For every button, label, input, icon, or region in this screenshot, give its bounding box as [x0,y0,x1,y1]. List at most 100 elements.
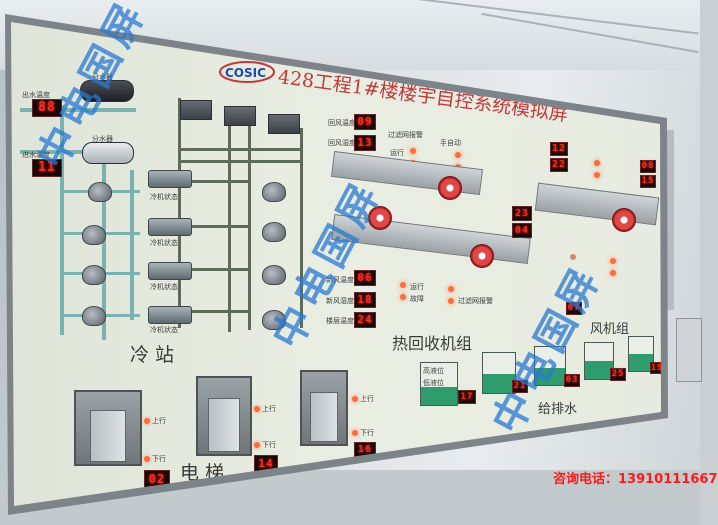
return-air-temp-label: 回风温度 [328,119,356,127]
pump-icon [82,265,106,285]
water-divider-tank [80,80,134,102]
chiller-status-label: 冷机状态 [150,326,178,334]
tank-level-label: 低液位 [423,379,444,387]
status-lamp [448,298,454,304]
filter-alarm-label: 过滤网报警 [458,297,493,305]
chiller-unit [148,306,192,324]
pipe [60,105,64,335]
elevator-down-lamp [352,430,358,436]
exhaust-unit-title: 风机组 [590,322,630,337]
chiller-status-label: 冷机状态 [150,193,178,201]
pump-icon [82,306,106,326]
fan-icon [470,244,494,268]
pipe [228,112,231,332]
water-collector-tank [82,142,134,164]
electrical-box [676,318,702,382]
status-lamp [448,286,454,292]
water-supply-title: 给排水 [538,402,578,417]
elevator-down-label: 下行 [262,441,276,449]
status-lamp [594,160,600,166]
pipe [178,160,303,163]
cosic-logo: COSIC [219,61,275,83]
chiller-status-label: 冷机状态 [150,283,178,291]
pipe [178,148,303,151]
elevator-down-label: 下行 [152,455,166,463]
right-unit-display: 15 [640,175,656,188]
fan-icon [612,208,636,232]
status-lamp [410,148,416,154]
return-air-hum-display: 13 [354,135,376,151]
water-tank [420,362,458,406]
pipe [20,108,136,112]
supply-temp-display: 88 [32,99,62,117]
return-temp-label: 进水温度 [22,151,50,159]
status-lamp [400,282,406,288]
pump-icon [82,225,106,245]
cooling-tower [224,106,256,126]
chiller-station-title: 冷 站 [130,344,175,366]
fan-icon [438,176,462,200]
filter-alarm-label: 过滤网报警 [388,131,423,139]
pump-icon [262,222,286,242]
right-unit-display: 07 [566,302,582,315]
board-title: 428工程1#楼楼宇自控系统模拟屏 [276,65,570,126]
water-tank [584,342,614,380]
contact-phone: 咨询电话：13910111667 [553,472,718,487]
pipe [178,98,181,328]
elevator-car [196,376,252,456]
elevator-up-label: 上行 [152,417,166,425]
status-lamp [610,270,616,276]
cooling-tower [180,100,212,120]
elevator-up-label: 上行 [360,395,374,403]
chiller-unit [148,170,192,188]
status-lamp [455,152,461,158]
pump-icon [262,310,286,330]
simulation-board: COSIC 428工程1#楼楼宇自控系统模拟屏 分水器 分水器 出水温度 88 … [11,22,663,506]
hvac-display: 04 [512,223,532,238]
svg-text:COSIC: COSIC [225,66,266,80]
right-unit-display: 22 [550,158,568,172]
return-air-hum-label: 回风湿度 [328,139,356,147]
water-tank [628,336,654,372]
pipe [190,310,250,313]
chiller-status-label: 冷机状态 [150,239,178,247]
fresh-air-hum-display: 18 [354,292,376,308]
right-unit-display: 12 [550,142,568,156]
water-level-display: 15 [650,362,663,374]
status-lamp [400,294,406,300]
run-label: 运行 [390,149,404,157]
elevator-car [74,390,142,466]
elevator-up-label: 上行 [262,405,276,413]
floor-temp-display: 24 [354,312,376,328]
water-level-display: 25 [610,368,626,381]
pump-icon [262,182,286,202]
pipe [190,180,250,183]
mount-bracket [664,130,674,310]
heat-recovery-title: 热回收机组 [392,334,473,353]
water-collector-label: 分水器 [92,135,113,143]
return-air-temp-display: 09 [354,114,376,130]
status-lamp [594,172,600,178]
pump-icon [262,265,286,285]
pipe [190,225,250,228]
fresh-air-temp-label: 新风温度 [326,276,354,284]
elevator-up-lamp [352,396,358,402]
chiller-unit [148,262,192,280]
floor-temp-label: 楼层温度 [326,317,354,325]
pipe [190,268,250,271]
auto-mode-label: 手自动 [440,139,461,147]
water-divider-label: 分水器 [92,73,113,81]
fresh-air-temp-display: 06 [354,270,376,286]
water-level-display: 21 [512,380,528,393]
hvac-display: 23 [512,206,532,221]
elevator-up-lamp [254,406,260,412]
cooling-tower [268,114,300,134]
elevator-down-label: 下行 [360,429,374,437]
elevator-up-lamp [144,418,150,424]
run-label: 运行 [410,283,424,291]
return-temp-display: 11 [32,159,62,177]
water-tank [534,346,566,386]
pipe [20,150,120,154]
pipe [300,128,303,328]
